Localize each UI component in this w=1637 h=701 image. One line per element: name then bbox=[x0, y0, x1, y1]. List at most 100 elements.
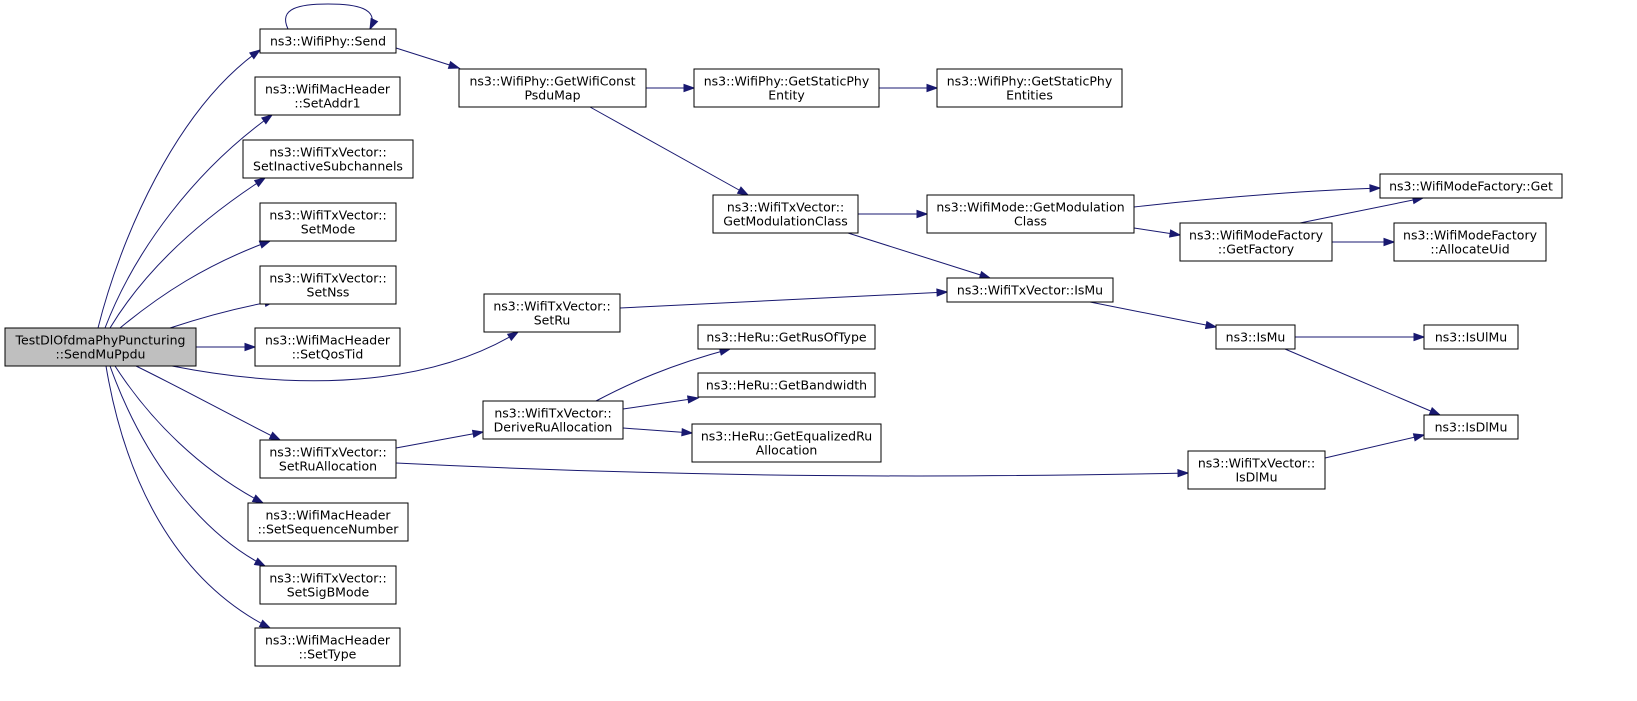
edge-root-to-setQosTid bbox=[196, 342, 257, 352]
node-box bbox=[1179, 222, 1333, 262]
node-label: ns3::WifiTxVector::IsMu bbox=[957, 283, 1103, 298]
edge-send-to-getConstPsdu bbox=[395, 47, 461, 69]
node-box bbox=[1393, 222, 1547, 262]
node-factoryGet[interactable]: ns3::WifiModeFactory::Get bbox=[1379, 173, 1563, 199]
edge-getFactory-to-factoryGet bbox=[1299, 195, 1425, 224]
node-label: ns3::WifiTxVector:: bbox=[269, 271, 386, 286]
node-setRuAlloc[interactable]: ns3::WifiTxVector::SetRuAllocation bbox=[259, 439, 397, 479]
node-label: DeriveRuAllocation bbox=[494, 420, 613, 435]
node-label: ::SetType bbox=[299, 647, 357, 662]
node-box bbox=[936, 68, 1123, 108]
node-box bbox=[254, 627, 401, 667]
node-label: ns3::WifiModeFactory bbox=[1189, 228, 1324, 243]
node-txIsMu[interactable]: ns3::WifiTxVector::IsMu bbox=[946, 277, 1114, 303]
node-label: ns3::WifiPhy::Send bbox=[270, 34, 386, 49]
node-getFactory[interactable]: ns3::WifiModeFactory::GetFactory bbox=[1179, 222, 1333, 262]
node-label: ::AllocateUid bbox=[1430, 242, 1509, 257]
node-label: SetRuAllocation bbox=[279, 459, 377, 474]
node-box bbox=[1215, 324, 1296, 350]
edge-txIsDlMu-to-isDlMu bbox=[1324, 433, 1426, 459]
node-label: ns3::WifiMode::GetModulation bbox=[936, 200, 1124, 215]
node-label: GetModulationClass bbox=[723, 214, 848, 229]
node-setMode[interactable]: ns3::WifiTxVector::SetMode bbox=[259, 202, 397, 242]
node-label: TestDlOfdmaPhyPuncturing bbox=[15, 333, 186, 348]
edge-root-to-send bbox=[97, 49, 262, 329]
node-setSeq[interactable]: ns3::WifiMacHeader::SetSequenceNumber bbox=[247, 502, 409, 542]
node-isUlMu[interactable]: ns3::IsUlMu bbox=[1423, 324, 1519, 350]
node-allocateUid[interactable]: ns3::WifiModeFactory::AllocateUid bbox=[1393, 222, 1547, 262]
node-label: ns3::WifiPhy::GetWifiConst bbox=[469, 74, 635, 89]
node-box bbox=[259, 202, 397, 242]
node-setRu[interactable]: ns3::WifiTxVector::SetRu bbox=[483, 293, 621, 333]
edge-send-to-send bbox=[285, 3, 379, 31]
node-label: ns3::IsMu bbox=[1226, 330, 1286, 345]
edge-getFactory-to-allocateUid bbox=[1332, 237, 1396, 247]
edge-getModClass-to-txIsMu bbox=[847, 232, 992, 279]
node-setType[interactable]: ns3::WifiMacHeader::SetType bbox=[254, 627, 401, 667]
node-label: ns3::WifiTxVector:: bbox=[1198, 456, 1315, 471]
node-label: ns3::HeRu::GetBandwidth bbox=[706, 378, 867, 393]
node-getBandwidth[interactable]: ns3::HeRu::GetBandwidth bbox=[697, 372, 876, 398]
node-label: ns3::WifiModeFactory::Get bbox=[1389, 179, 1553, 194]
node-box bbox=[247, 502, 409, 542]
node-box bbox=[697, 324, 876, 350]
node-setSigB[interactable]: ns3::WifiTxVector::SetSigBMode bbox=[259, 565, 397, 605]
node-box bbox=[254, 76, 401, 116]
edge-root-to-setRuAlloc bbox=[135, 365, 282, 441]
node-label: ns3::WifiTxVector:: bbox=[493, 299, 610, 314]
node-setQosTid[interactable]: ns3::WifiMacHeader::SetQosTid bbox=[254, 327, 401, 367]
edge-root-to-setType bbox=[105, 365, 272, 629]
node-setNss[interactable]: ns3::WifiTxVector::SetNss bbox=[259, 265, 397, 305]
node-box bbox=[691, 423, 882, 463]
node-label: SetMode bbox=[301, 222, 356, 237]
node-box bbox=[259, 28, 397, 54]
node-box bbox=[946, 277, 1114, 303]
node-label: Class bbox=[1014, 214, 1047, 229]
node-isDlMu[interactable]: ns3::IsDlMu bbox=[1423, 414, 1519, 440]
node-box bbox=[254, 327, 401, 367]
node-getModClass[interactable]: ns3::WifiTxVector::GetModulationClass bbox=[712, 194, 859, 234]
node-label: ns3::WifiMacHeader bbox=[265, 633, 391, 648]
node-label: ns3::IsUlMu bbox=[1435, 330, 1507, 345]
node-box bbox=[1423, 414, 1519, 440]
node-isMu[interactable]: ns3::IsMu bbox=[1215, 324, 1296, 350]
edge-modeGetModClass-to-factoryGet bbox=[1133, 184, 1382, 208]
node-getRusOfType[interactable]: ns3::HeRu::GetRusOfType bbox=[697, 324, 876, 350]
node-setAddr1[interactable]: ns3::WifiMacHeader::SetAddr1 bbox=[254, 76, 401, 116]
edge-getConstPsdu-to-getModClass bbox=[589, 106, 750, 196]
node-label: ns3::WifiTxVector:: bbox=[494, 406, 611, 421]
edge-root-to-setNss bbox=[169, 298, 277, 329]
edge-getConstPsdu-to-getStaticEntity bbox=[646, 83, 696, 93]
node-box bbox=[697, 372, 876, 398]
edge-root-to-setRu bbox=[171, 331, 520, 382]
node-label: ns3::WifiMacHeader bbox=[265, 333, 391, 348]
node-label: SetRu bbox=[534, 313, 571, 328]
edge-setRu-to-txIsMu bbox=[619, 288, 949, 309]
node-txIsDlMu[interactable]: ns3::WifiTxVector::IsDlMu bbox=[1187, 450, 1326, 490]
node-label: ns3::WifiTxVector:: bbox=[269, 208, 386, 223]
node-box bbox=[483, 293, 621, 333]
node-label: ::GetFactory bbox=[1218, 242, 1295, 257]
node-send[interactable]: ns3::WifiPhy::Send bbox=[259, 28, 397, 54]
node-box bbox=[4, 327, 197, 367]
node-box bbox=[1423, 324, 1519, 350]
edge-deriveRu-to-getEqualized bbox=[622, 427, 694, 437]
node-box bbox=[712, 194, 859, 234]
node-label: ns3::IsDlMu bbox=[1435, 420, 1508, 435]
node-label: Allocation bbox=[756, 443, 818, 458]
nodes-layer: TestDlOfdmaPhyPuncturing::SendMuPpduns3:… bbox=[4, 28, 1563, 667]
node-label: IsDlMu bbox=[1235, 470, 1277, 485]
node-deriveRu[interactable]: ns3::WifiTxVector::DeriveRuAllocation bbox=[482, 400, 624, 440]
node-modeGetModClass[interactable]: ns3::WifiMode::GetModulationClass bbox=[926, 194, 1135, 234]
node-label: ns3::WifiTxVector:: bbox=[269, 445, 386, 460]
node-label: ns3::WifiModeFactory bbox=[1403, 228, 1538, 243]
node-setInactive[interactable]: ns3::WifiTxVector::SetInactiveSubchannel… bbox=[242, 139, 414, 179]
node-root[interactable]: TestDlOfdmaPhyPuncturing::SendMuPpdu bbox=[4, 327, 197, 367]
node-label: Entity bbox=[768, 88, 805, 103]
node-box bbox=[1187, 450, 1326, 490]
